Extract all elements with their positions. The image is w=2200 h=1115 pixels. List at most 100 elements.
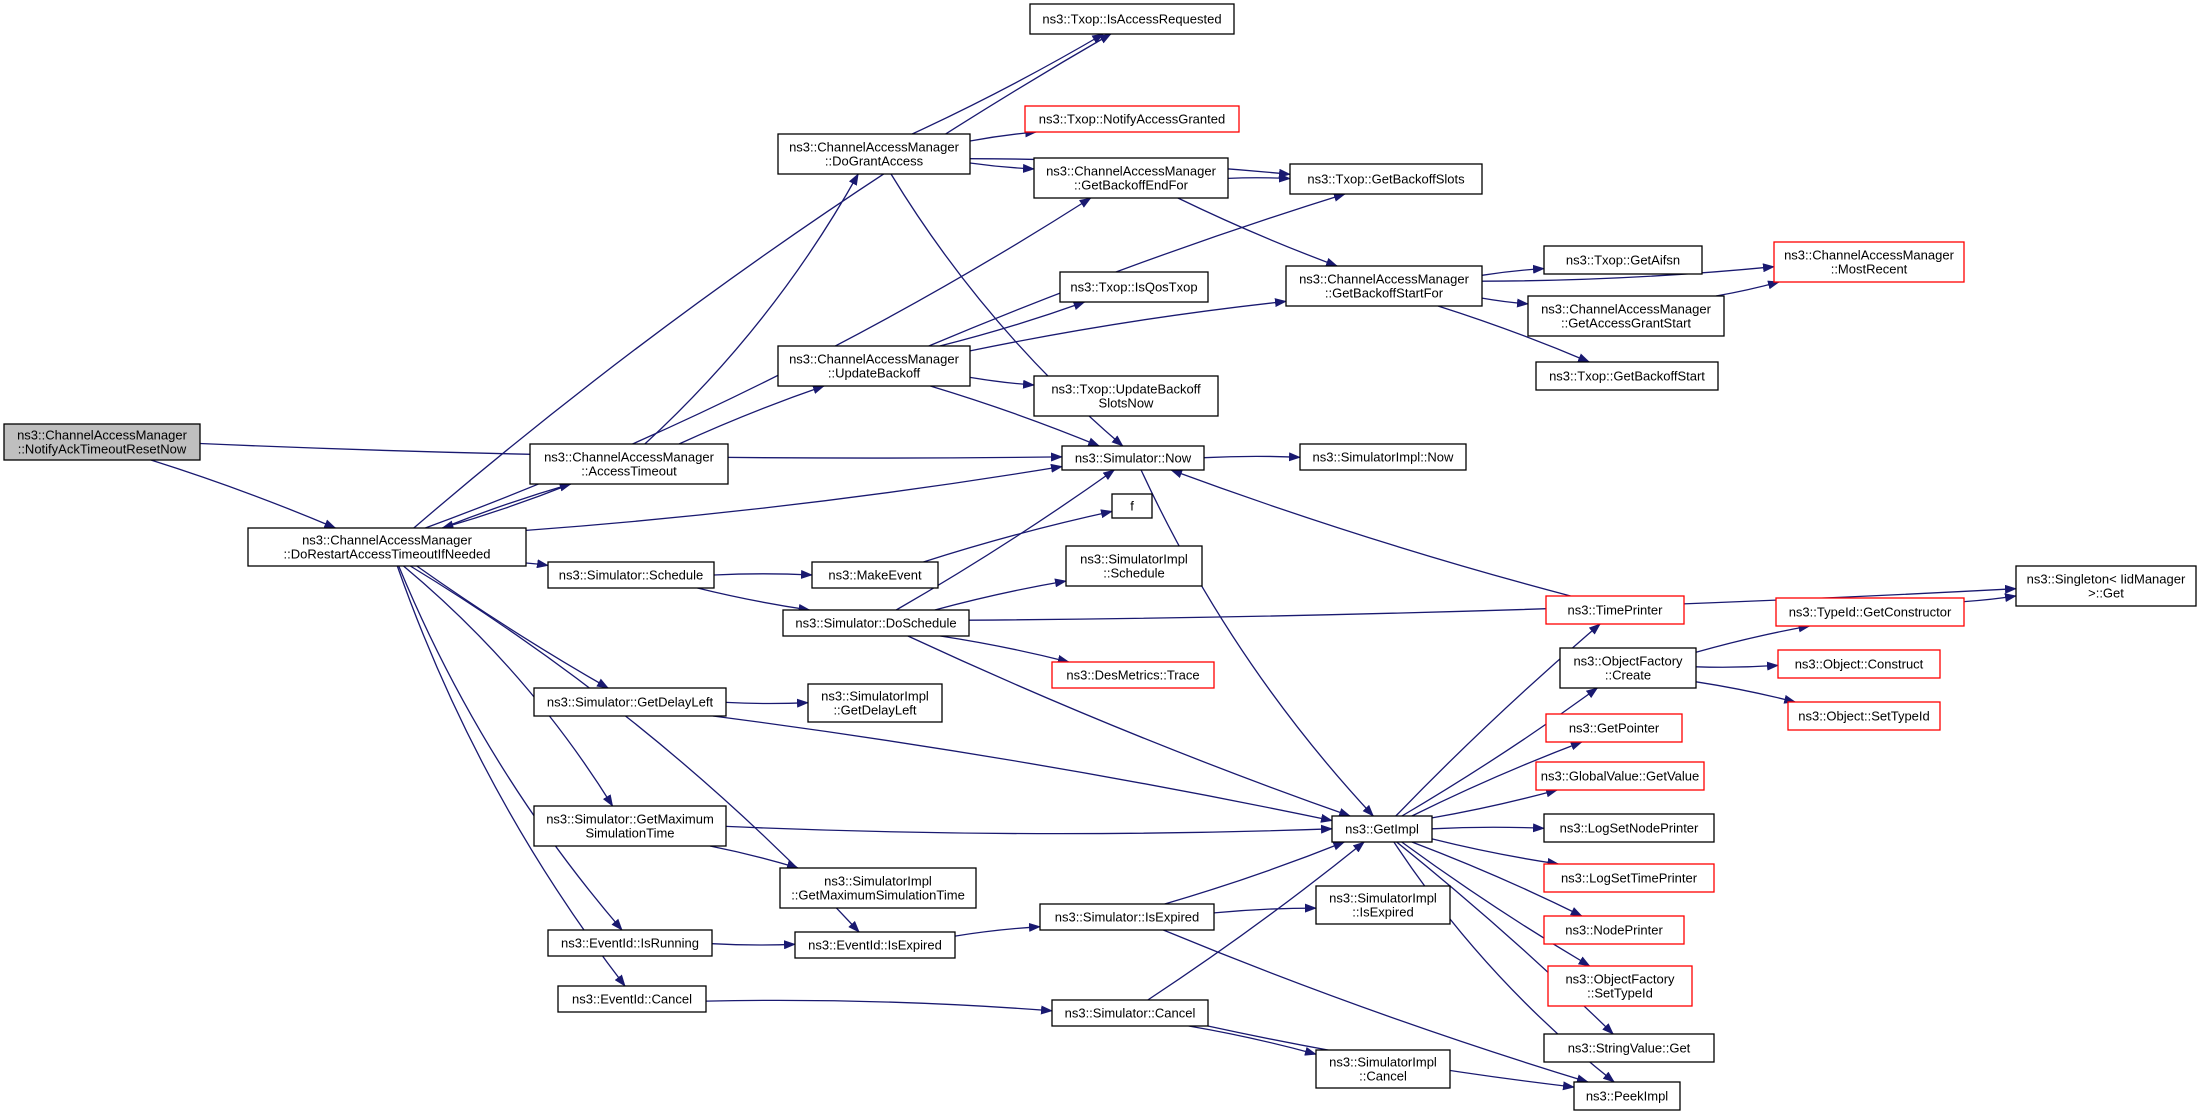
node-simimplnow[interactable]: ns3::SimulatorImpl::Now	[1299, 443, 1467, 471]
node-f[interactable]: f	[1111, 493, 1153, 519]
node-label: ns3::Simulator::GetDelayLeft	[547, 695, 714, 710]
edge-getimpl-to-nodeprinter	[1411, 841, 1583, 917]
node-getbackoffstart[interactable]: ns3::ChannelAccessManager::GetBackoffSta…	[1285, 265, 1483, 307]
node-box	[533, 687, 727, 717]
node-box	[811, 561, 939, 589]
node-box	[1545, 713, 1683, 743]
node-box	[1029, 3, 1235, 35]
node-singleton[interactable]: ns3::Singleton< IidManager>::Get	[2015, 565, 2197, 607]
node-accesstimeout[interactable]: ns3::ChannelAccessManager::AccessTimeout	[529, 443, 729, 485]
node-eventisrunning[interactable]: ns3::EventId::IsRunning	[547, 929, 713, 957]
edge-getimpl-to-lognode	[1431, 823, 1545, 833]
node-simschedule[interactable]: ns3::Simulator::Schedule	[547, 561, 715, 589]
node-label: ns3::LogSetTimePrinter	[1561, 871, 1698, 886]
node-getbackoffend[interactable]: ns3::ChannelAccessManager::GetBackoffEnd…	[1033, 157, 1229, 199]
node-desmetrics[interactable]: ns3::DesMetrics::Trace	[1051, 661, 1215, 689]
node-label: ns3::Simulator::GetMaximum	[546, 812, 714, 827]
node-objfactsettypeid[interactable]: ns3::ObjectFactory::SetTypeId	[1547, 965, 1693, 1007]
edge-makeevent-to-f	[923, 509, 1113, 563]
node-label: ns3::ChannelAccessManager	[1784, 248, 1954, 263]
node-getbackoffstartT[interactable]: ns3::Txop::GetBackoffStart	[1535, 361, 1719, 391]
node-simcancel[interactable]: ns3::Simulator::Cancel	[1051, 999, 1209, 1027]
node-lognode[interactable]: ns3::LogSetNodePrinter	[1543, 813, 1715, 843]
node-peekimpl[interactable]: ns3::PeekImpl	[1573, 1081, 1681, 1111]
edge-updatebackoff-to-isqos	[939, 301, 1086, 347]
edge-getmaxsim-to-simimplmax	[709, 845, 799, 870]
node-label: ns3::ChannelAccessManager	[544, 450, 714, 465]
node-dogrant[interactable]: ns3::ChannelAccessManager::DoGrantAccess	[777, 133, 971, 175]
node-getaccessgrantstart[interactable]: ns3::ChannelAccessManager::GetAccessGran…	[1527, 295, 1725, 337]
edge-getbackoffstart-to-mostrecent	[1481, 263, 1775, 282]
node-label: ::MostRecent	[1831, 262, 1908, 277]
node-getdelayleft[interactable]: ns3::Simulator::GetDelayLeft	[533, 687, 727, 717]
node-globalvalue[interactable]: ns3::GlobalValue::GetValue	[1535, 761, 1705, 791]
node-makeevent[interactable]: ns3::MakeEvent	[811, 561, 939, 589]
node-simimplmax[interactable]: ns3::SimulatorImpl::GetMaximumSimulation…	[779, 867, 977, 909]
node-getaifsn[interactable]: ns3::Txop::GetAifsn	[1543, 245, 1703, 275]
node-isaccessreq[interactable]: ns3::Txop::IsAccessRequested	[1029, 3, 1235, 35]
edge-getbackoffend-to-getbackoffstart	[1177, 197, 1339, 267]
node-box	[1315, 1049, 1451, 1089]
node-label: ::DoGrantAccess	[825, 154, 924, 169]
node-objfactcreate[interactable]: ns3::ObjectFactory::Create	[1559, 647, 1697, 689]
node-box	[547, 561, 715, 589]
node-simimplcancel[interactable]: ns3::SimulatorImpl::Cancel	[1315, 1049, 1451, 1089]
node-label: ::Create	[1605, 668, 1651, 683]
edge-getmaxsim-to-getimpl	[725, 824, 1333, 835]
node-box	[1033, 375, 1219, 417]
node-typeidgetctor[interactable]: ns3::TypeId::GetConstructor	[1775, 597, 1965, 627]
node-box	[1547, 965, 1693, 1007]
node-box	[1543, 813, 1715, 843]
node-getmaxsim[interactable]: ns3::Simulator::GetMaximumSimulationTime	[533, 805, 727, 847]
node-box	[777, 345, 971, 387]
node-simimplgetdelay[interactable]: ns3::SimulatorImpl::GetDelayLeft	[807, 683, 943, 723]
node-simimplexpired[interactable]: ns3::SimulatorImpl::IsExpired	[1315, 885, 1451, 925]
node-nodeprinter[interactable]: ns3::NodePrinter	[1543, 915, 1685, 945]
node-label: ns3::SimulatorImpl::Now	[1313, 450, 1454, 465]
node-doschedule[interactable]: ns3::Simulator::DoSchedule	[782, 609, 970, 637]
node-label: ns3::Singleton< IidManager	[2027, 572, 2186, 587]
node-label: ::AccessTimeout	[581, 464, 677, 479]
node-getpointer[interactable]: ns3::GetPointer	[1545, 713, 1683, 743]
node-simnow[interactable]: ns3::Simulator::Now	[1061, 445, 1205, 471]
node-logtime[interactable]: ns3::LogSetTimePrinter	[1543, 863, 1715, 893]
node-label: ns3::ObjectFactory	[1573, 654, 1683, 669]
edge-getbackoffstart-to-getbackoffstartT	[1437, 305, 1591, 363]
node-box	[3, 423, 201, 461]
node-box	[529, 443, 729, 485]
node-label: SimulationTime	[585, 826, 674, 841]
node-isqos[interactable]: ns3::Txop::IsQosTxop	[1059, 271, 1209, 303]
node-notifygranted[interactable]: ns3::Txop::NotifyAccessGranted	[1024, 105, 1240, 133]
node-label: SlotsNow	[1099, 396, 1155, 411]
node-eventcancel[interactable]: ns3::EventId::Cancel	[557, 985, 707, 1013]
node-dorestart[interactable]: ns3::ChannelAccessManager::DoRestartAcce…	[247, 527, 527, 567]
node-box	[1543, 915, 1685, 945]
node-eventisexpired[interactable]: ns3::EventId::IsExpired	[794, 931, 956, 959]
node-updatebackoff[interactable]: ns3::ChannelAccessManager::UpdateBackoff	[777, 345, 971, 387]
node-box	[557, 985, 707, 1013]
node-label: ns3::SimulatorImpl	[1329, 891, 1437, 906]
node-box	[1543, 863, 1715, 893]
node-mostrecent[interactable]: ns3::ChannelAccessManager::MostRecent	[1773, 241, 1965, 283]
node-label: ns3::SimulatorImpl	[821, 689, 929, 704]
node-simimplschedule[interactable]: ns3::SimulatorImpl::Schedule	[1065, 545, 1203, 587]
node-objconstruct[interactable]: ns3::Object::Construct	[1777, 649, 1941, 679]
node-box	[1299, 443, 1467, 471]
node-box	[1033, 157, 1229, 199]
node-label: ns3::Txop::IsQosTxop	[1070, 280, 1197, 295]
node-timeprinter[interactable]: ns3::TimePrinter	[1545, 595, 1685, 625]
node-stringget[interactable]: ns3::StringValue::Get	[1543, 1033, 1715, 1063]
node-getbackoffslots[interactable]: ns3::Txop::GetBackoffSlots	[1289, 163, 1483, 195]
node-notify[interactable]: ns3::ChannelAccessManager::NotifyAckTime…	[3, 423, 201, 461]
node-label: ::SetTypeId	[1587, 986, 1653, 1001]
node-objsettypeid[interactable]: ns3::Object::SetTypeId	[1787, 701, 1941, 731]
node-getimpl[interactable]: ns3::GetImpl	[1331, 815, 1433, 843]
edge-simschedule-to-makeevent	[713, 569, 813, 579]
edge-doschedule-to-desmetrics	[940, 635, 1070, 664]
edge-getbackoffstart-to-getaccessgrantstart	[1481, 297, 1529, 308]
node-label: ::UpdateBackoff	[828, 366, 921, 381]
node-label: ns3::EventId::IsRunning	[561, 936, 699, 951]
node-simisexpired[interactable]: ns3::Simulator::IsExpired	[1039, 903, 1215, 931]
node-label: ns3::ChannelAccessManager	[1299, 272, 1469, 287]
